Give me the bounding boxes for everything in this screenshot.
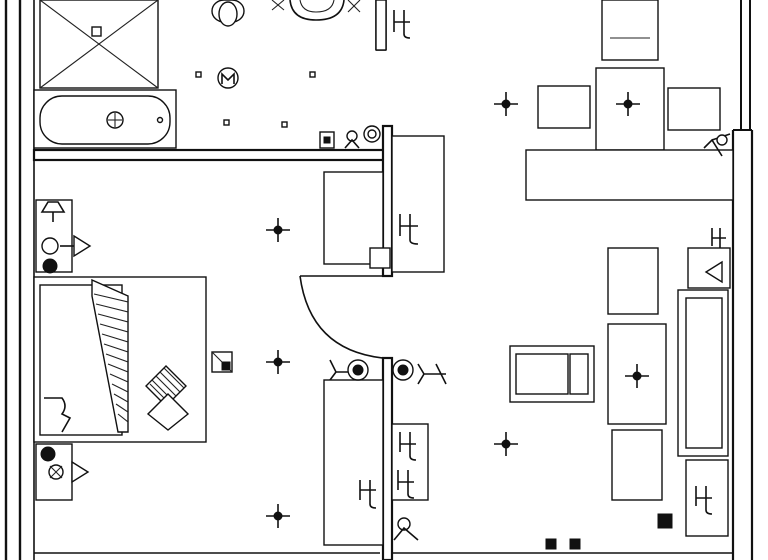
sofa <box>677 289 729 457</box>
socket-icon <box>347 359 414 381</box>
switch-icon <box>323 136 331 144</box>
side-chair <box>509 345 595 403</box>
tv-outlet-icon <box>60 234 92 258</box>
hallway <box>329 135 581 550</box>
ceiling-light-icon <box>281 121 288 128</box>
washbasin <box>271 0 361 21</box>
dining-set <box>537 0 721 151</box>
tv-outlet-icon <box>687 228 731 289</box>
double-bed <box>33 276 207 443</box>
switch-icon <box>211 351 233 373</box>
wardrobe <box>323 379 384 546</box>
ceiling-light-icon <box>223 119 230 126</box>
ceiling-light-icon <box>494 432 518 456</box>
shower-tray <box>39 0 159 89</box>
socket-icon <box>41 237 59 274</box>
ceiling-light-icon <box>616 92 640 116</box>
pillow <box>146 393 190 431</box>
sideboard <box>525 149 734 201</box>
ceiling-light-icon <box>266 218 290 242</box>
ceiling-light-icon <box>309 71 316 78</box>
ceiling-light-icon <box>266 504 290 528</box>
coat-closet <box>391 135 445 273</box>
door-swing <box>299 275 384 359</box>
telephone-icon <box>393 517 419 541</box>
bathtub <box>33 89 177 149</box>
socket-icon <box>363 125 381 143</box>
floor-drain-icon <box>217 67 239 89</box>
coat-closet <box>391 423 429 501</box>
switch-icon <box>569 538 581 550</box>
switch-icon <box>657 513 673 529</box>
switch-icon <box>329 359 447 385</box>
armchair <box>607 247 659 315</box>
wardrobe <box>323 171 391 269</box>
telephone-icon <box>703 133 731 157</box>
ceiling-light-icon <box>625 364 649 388</box>
tv-outlet-icon <box>71 460 90 484</box>
tv-cabinet <box>685 459 729 537</box>
bedroom <box>33 171 391 546</box>
ceiling-light-icon <box>266 350 290 374</box>
ceiling-light-icon <box>494 92 518 116</box>
pillow <box>145 365 187 407</box>
bathroom <box>33 0 411 149</box>
telephone-icon <box>344 130 360 149</box>
ceiling-light-icon <box>195 71 202 78</box>
living-room <box>494 0 734 537</box>
switch-icon <box>545 538 557 550</box>
towel-radiator <box>375 0 411 51</box>
toilet <box>211 0 245 27</box>
armchair <box>611 429 663 501</box>
bedside-lamp <box>35 443 73 501</box>
